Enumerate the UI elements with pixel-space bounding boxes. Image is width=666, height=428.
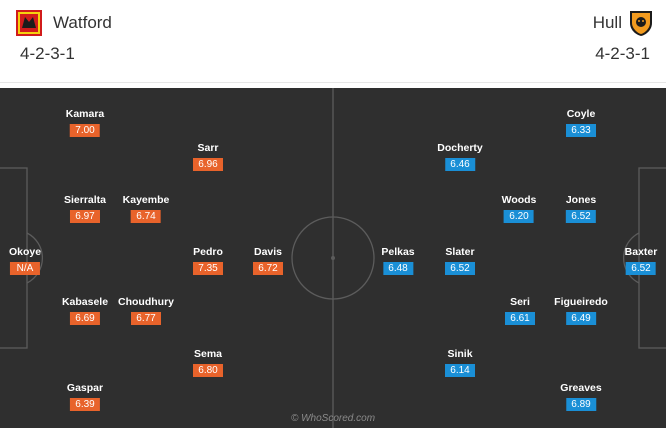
home-player-okoye[interactable]: Okoye N/A (9, 246, 41, 276)
player-rating: 7.00 (70, 124, 100, 137)
home-player-pedro[interactable]: Pedro 7.35 (193, 246, 223, 276)
pitch-markings (0, 88, 666, 428)
player-rating: 6.89 (565, 398, 596, 411)
away-player-docherty[interactable]: Docherty 6.46 (437, 142, 483, 172)
player-name: Woods (501, 194, 537, 206)
away-player-sinik[interactable]: Sinik 6.14 (445, 348, 475, 378)
player-name: Sierralta (63, 194, 107, 206)
player-name: Coyle (566, 108, 596, 120)
player-rating: 6.48 (383, 262, 413, 275)
player-rating: 6.52 (445, 262, 475, 275)
player-name: Greaves (560, 382, 602, 394)
home-team-name[interactable]: Watford (53, 13, 112, 32)
away-player-woods[interactable]: Woods 6.20 (501, 194, 537, 224)
player-rating: 6.52 (626, 262, 656, 275)
hull-badge-icon[interactable] (626, 8, 656, 38)
player-name: Davis (253, 246, 283, 258)
away-player-coyle[interactable]: Coyle 6.33 (566, 108, 596, 138)
away-player-greaves[interactable]: Greaves 6.89 (560, 382, 602, 412)
player-rating: 6.69 (70, 312, 100, 325)
match-header: Watford 4-2-3-1 Hull 4-2-3-1 (0, 0, 666, 83)
home-player-sierralta[interactable]: Sierralta 6.97 (64, 194, 106, 224)
away-team-name[interactable]: Hull (592, 13, 622, 32)
player-rating: 6.49 (565, 312, 596, 325)
away-player-jones[interactable]: Jones 6.52 (566, 194, 596, 224)
away-player-pelkas[interactable]: Pelkas 6.48 (381, 246, 415, 276)
player-name: Kabasele (61, 296, 109, 308)
away-player-baxter[interactable]: Baxter 6.52 (624, 246, 658, 276)
away-formation: 4-2-3-1 (595, 44, 650, 63)
player-rating: 6.72 (253, 262, 283, 275)
away-player-seri[interactable]: Seri 6.61 (505, 296, 535, 326)
player-name: Sarr (197, 142, 219, 154)
player-rating: 6.20 (504, 210, 534, 223)
player-name: Pedro (193, 246, 223, 258)
home-player-sarr[interactable]: Sarr 6.96 (193, 142, 223, 172)
player-name: Kayembe (122, 194, 170, 206)
home-player-gaspar[interactable]: Gaspar 6.39 (67, 382, 103, 412)
player-name: Pelkas (381, 246, 415, 258)
player-name: Seri (510, 296, 530, 308)
player-name: Sema (193, 348, 223, 360)
home-player-kayembe[interactable]: Kayembe 6.74 (122, 194, 170, 224)
player-name: Gaspar (66, 382, 104, 394)
player-rating: 6.52 (565, 210, 596, 223)
player-rating: 6.77 (131, 312, 161, 325)
home-player-kabasele[interactable]: Kabasele 6.69 (62, 296, 108, 326)
home-player-kamara[interactable]: Kamara 7.00 (65, 108, 105, 138)
away-player-slater[interactable]: Slater 6.52 (445, 246, 475, 276)
pitch: Okoye N/A Kamara 7.00 Sierralta 6.97 Kab… (0, 88, 666, 428)
player-rating: 6.61 (505, 312, 535, 325)
player-rating: N/A (9, 262, 40, 275)
player-rating: 6.46 (444, 158, 475, 171)
player-name: Jones (565, 194, 597, 206)
player-rating: 6.97 (70, 210, 100, 223)
player-name: Choudhury (118, 296, 174, 308)
away-player-figueiredo[interactable]: Figueiredo 6.49 (554, 296, 608, 326)
player-rating: 6.80 (193, 364, 223, 377)
player-rating: 6.39 (70, 398, 100, 411)
home-formation: 4-2-3-1 (20, 44, 75, 63)
player-name: Okoye (8, 246, 42, 258)
player-name: Slater (445, 246, 475, 258)
player-name: Sinik (447, 348, 473, 360)
player-rating: 6.96 (193, 158, 223, 171)
player-rating: 6.74 (130, 210, 161, 223)
home-player-sema[interactable]: Sema 6.80 (193, 348, 223, 378)
watermark: © WhoScored.com (290, 413, 376, 424)
player-name: Kamara (65, 108, 105, 120)
home-player-davis[interactable]: Davis 6.72 (253, 246, 283, 276)
player-rating: 6.33 (566, 124, 596, 137)
watford-badge-icon[interactable] (14, 8, 44, 38)
player-name: Docherty (437, 142, 483, 154)
player-name: Baxter (624, 246, 658, 258)
home-player-choudhury[interactable]: Choudhury 6.77 (118, 296, 174, 326)
player-rating: 6.14 (445, 364, 475, 377)
player-name: Figueiredo (554, 296, 608, 308)
player-rating: 7.35 (193, 262, 223, 275)
